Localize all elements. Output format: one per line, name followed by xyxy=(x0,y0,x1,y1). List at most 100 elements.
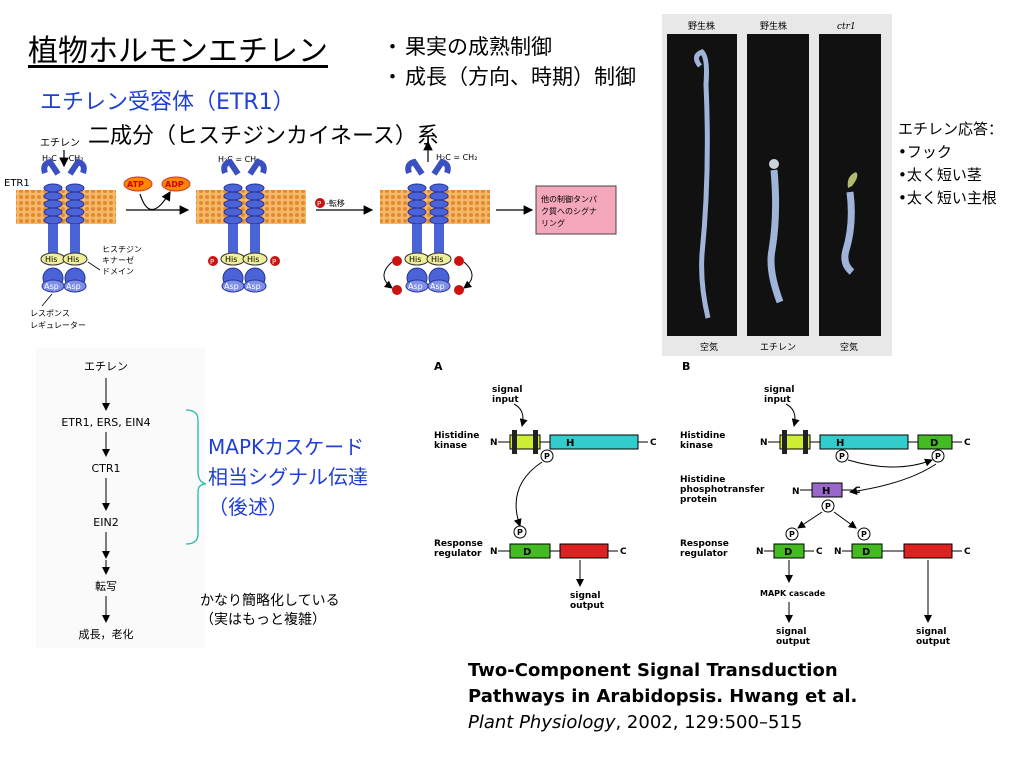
hpt-label: Histidine xyxy=(680,475,725,485)
svg-text:H: H xyxy=(822,486,830,497)
svg-text:N: N xyxy=(792,487,800,497)
histidine-kinase-label: Histidine xyxy=(680,431,725,441)
svg-text:D: D xyxy=(930,438,938,449)
atp-label: ATP xyxy=(127,180,144,189)
citation: Two-Component Signal Transduction Pathwa… xyxy=(468,658,857,736)
svg-text:N: N xyxy=(760,438,768,448)
svg-text:P: P xyxy=(517,528,523,537)
svg-text:H: H xyxy=(836,438,844,449)
ethylene-response-heading: エチレン応答： xyxy=(898,120,1004,138)
svg-text:Asp: Asp xyxy=(408,282,423,291)
receptor-subheading: 二成分（ヒスチジンカイネース）系 xyxy=(88,124,439,149)
svg-text:ヒスチジン: ヒスチジン xyxy=(102,245,142,254)
svg-text:H: H xyxy=(566,438,574,449)
signal-input-label: signal xyxy=(492,385,522,395)
svg-text:H₂C = CH₂: H₂C = CH₂ xyxy=(218,155,259,164)
mapk-note-line: 相当シグナル伝達 xyxy=(208,465,368,489)
svg-text:input: input xyxy=(492,395,519,405)
svg-text:リング: リング xyxy=(541,218,565,228)
svg-text:Asp: Asp xyxy=(66,282,81,291)
svg-text:P: P xyxy=(544,452,550,461)
ethylene-response-item: •太く短い主根 xyxy=(898,189,997,207)
etr1-label: ETR1 xyxy=(4,178,30,189)
formula: H₂C = CH₂ xyxy=(42,154,83,163)
svg-text:His: His xyxy=(45,255,57,264)
receptor-heading: エチレン受容体（ETR1） xyxy=(40,90,295,115)
citation-source: Plant Physiology, 2002, 129:500–515 xyxy=(468,710,857,736)
ethylene-response-box: エチレン応答： •フック •太く短い茎 •太く短い主根 xyxy=(898,118,1003,210)
seedling-ctr1-air xyxy=(847,172,858,188)
svg-text:C: C xyxy=(620,547,627,557)
pathway-step: EIN2 xyxy=(93,516,118,529)
svg-text:P: P xyxy=(935,452,941,461)
svg-text:output: output xyxy=(776,637,811,647)
svg-text:Asp: Asp xyxy=(430,282,445,291)
svg-text:N: N xyxy=(756,547,764,557)
photo-bottom-label: エチレン xyxy=(760,342,796,353)
signaling-output-box xyxy=(535,185,617,235)
citation-journal: Plant Physiology xyxy=(468,712,616,733)
svg-text:レスポンス: レスポンス xyxy=(30,309,70,318)
panel-a-label: A xyxy=(434,360,443,373)
svg-text:D: D xyxy=(862,547,870,558)
svg-text:P: P xyxy=(861,530,867,539)
svg-text:His: His xyxy=(431,255,443,264)
svg-text:レギュレーター: レギュレーター xyxy=(30,321,86,330)
svg-text:regulator: regulator xyxy=(680,549,728,559)
svg-text:Asp: Asp xyxy=(224,282,239,291)
pathway-step: ETR1, ERS, EIN4 xyxy=(61,416,150,429)
kinase-domain xyxy=(549,434,639,450)
bullet-list: 果実の成熟制御 成長（方向、時期）制御 xyxy=(382,32,636,92)
pathway-brace xyxy=(185,409,206,485)
adp-label: ADP xyxy=(165,180,184,189)
ethylene-response-item: •フック xyxy=(898,143,952,161)
citation-title-line: Two-Component Signal Transduction xyxy=(468,660,838,681)
photo-top-label: 野生株 xyxy=(688,20,715,32)
svg-text:D: D xyxy=(523,547,531,558)
mapk-note-line: （後述） xyxy=(208,495,288,519)
pathway-step: 転写 xyxy=(95,580,117,593)
svg-text:ク質へのシグナ: ク質へのシグナ xyxy=(541,206,597,216)
svg-text:His: His xyxy=(409,255,421,264)
signal-output-label: signal xyxy=(570,591,600,601)
svg-text:output: output xyxy=(916,637,951,647)
citation-details: , 2002, 129:500–515 xyxy=(615,712,803,733)
pathway-step: エチレン xyxy=(84,360,128,373)
svg-text:kinase: kinase xyxy=(680,441,713,451)
output-box-text: 他の制御タンパ ク質へのシグナ リング xyxy=(541,194,597,228)
svg-text:C: C xyxy=(964,547,971,557)
seedling-wildtype-ethylene xyxy=(769,159,779,169)
ethylene-pathway: エチレン ETR1, ERS, EIN4 CTR1 EIN2 転写 成長，老化 xyxy=(36,348,206,648)
response-regulator-label: Response xyxy=(434,539,483,549)
svg-text:他の制御タンパ: 他の制御タンパ xyxy=(541,194,597,204)
svg-text:protein: protein xyxy=(680,495,717,505)
svg-text:Asp: Asp xyxy=(246,282,261,291)
svg-text:C: C xyxy=(854,486,861,496)
simplified-note: かなり簡略化している （実はもっと複雑） xyxy=(200,592,340,630)
transfer-label: -転移 xyxy=(326,198,345,208)
rr-label: レスポンス レギュレーター xyxy=(30,293,86,330)
pathway-step: 成長，老化 xyxy=(79,627,134,641)
histidine-kinase-label: Histidine xyxy=(434,431,479,441)
svg-text:P: P xyxy=(825,502,831,511)
svg-text:phosphotransfer: phosphotransfer xyxy=(680,485,765,495)
svg-text:regulator: regulator xyxy=(434,549,482,559)
svg-text:His: His xyxy=(225,255,237,264)
photo-top-label: 野生株 xyxy=(760,20,787,32)
mapk-note-line: MAPKカスケード xyxy=(208,435,365,459)
hk-domain-label: ヒスチジン キナーゼ ドメイン xyxy=(87,245,142,276)
two-component-diagram: A signal input Histidine kinase N H C P … xyxy=(434,360,971,647)
svg-text:P: P xyxy=(210,258,214,266)
slide-title: 植物ホルモンエチレン xyxy=(28,34,328,69)
bullet-item: 成長（方向、時期）制御 xyxy=(382,62,636,92)
svg-text:kinase: kinase xyxy=(434,441,467,451)
svg-text:C: C xyxy=(816,547,823,557)
ethylene-response-item: •太く短い茎 xyxy=(898,166,982,184)
response-regulator-label: Response xyxy=(680,539,729,549)
svg-text:P: P xyxy=(789,530,795,539)
output-domain xyxy=(559,543,609,559)
svg-text:Asp: Asp xyxy=(44,282,59,291)
